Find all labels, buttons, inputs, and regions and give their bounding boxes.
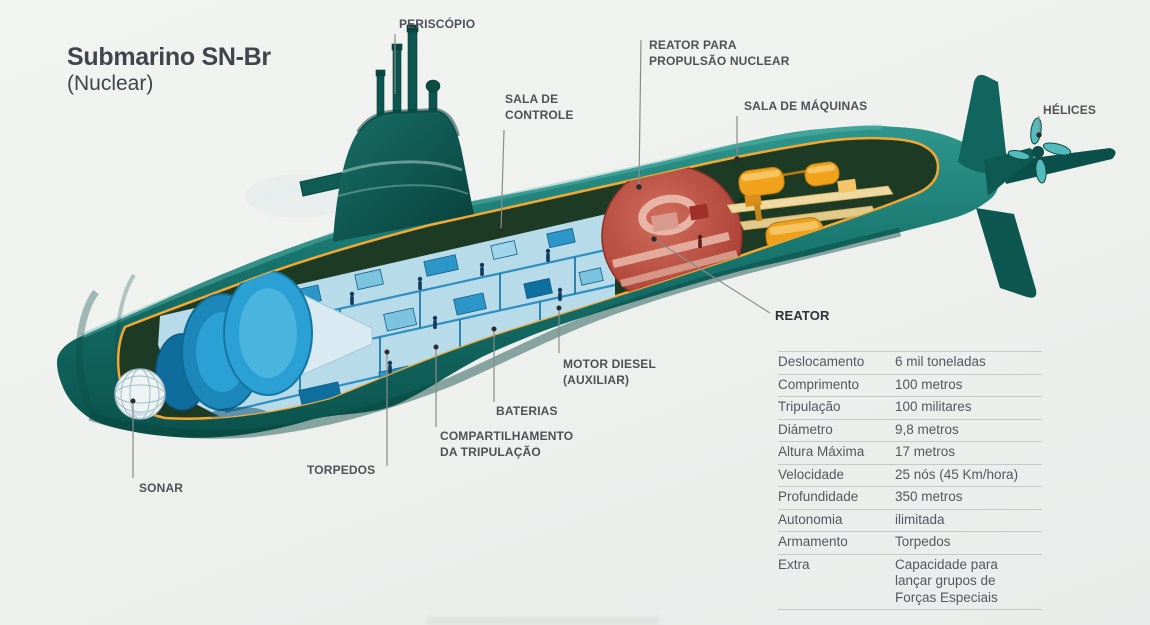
spec-label: Deslocamento [778, 354, 865, 369]
spec-table: Deslocamento 6 mil toneladas Comprimento… [778, 346, 1042, 610]
callout-torpedos: TORPEDOS [307, 463, 376, 477]
table-row: Diámetro 9,8 metros [778, 420, 1042, 442]
table-row: Deslocamento 6 mil toneladas [778, 352, 1042, 375]
spec-label: Velocidade [778, 466, 845, 482]
callout-reator: REATOR [775, 308, 830, 323]
spec-value: 9,8 metros [895, 421, 959, 437]
spec-value: Capacidade para lançar grupos de Forças … [895, 556, 998, 605]
callout-sonar: SONAR [139, 481, 184, 495]
table-row: Altura Máxima 17 metros [778, 442, 1042, 465]
table-row: Armamento Torpedos [778, 532, 1042, 555]
sail [299, 107, 474, 242]
leader-lines [132, 34, 1040, 478]
callout-reator-propulsao: REATOR PARA PROPULSÃO NUCLEAR [649, 38, 790, 68]
spec-value: 25 nós (45 Km/hora) [895, 466, 1019, 482]
spec-label: Tripulação [778, 399, 841, 414]
callout-baterias: BATERIAS [496, 404, 558, 418]
spec-value: 17 metros [895, 444, 956, 459]
table-row: Extra Capacidade para lançar grupos de F… [778, 555, 1042, 610]
leader-dots [130, 132, 1042, 404]
cropped-credit-smudge [425, 617, 660, 625]
callout-compartilhamento: COMPARTILHAMENTO DA TRIPULAÇÃO [440, 429, 574, 459]
spec-value: Torpedos [895, 534, 951, 549]
spec-label: Extra [778, 556, 810, 572]
table-row: Profundidade 350 metros [778, 487, 1042, 510]
page-title: Submarino SN-Br (Nuclear) [67, 43, 271, 96]
spec-value: 100 militares [895, 399, 972, 414]
table-row [778, 346, 1042, 352]
callout-sala-de-controle: SALA DE CONTROLE [505, 92, 574, 122]
spec-label: Altura Máxima [778, 444, 865, 459]
spec-value: 100 metros [895, 376, 963, 392]
table-row: Velocidade 25 nós (45 Km/hora) [778, 465, 1042, 487]
spec-value: 350 metros [895, 489, 963, 504]
periscope-masts [375, 24, 441, 119]
table-row: Autonomia ilimitada [778, 510, 1042, 532]
spec-value: ilimitada [895, 511, 945, 527]
spec-label: Autonomia [778, 511, 843, 527]
callout-sala-de-maquinas: SALA DE MÁQUINAS [744, 99, 868, 113]
callout-helices: HÉLICES [1043, 103, 1097, 117]
sonar-sphere [114, 368, 166, 420]
torpedo-tubes [155, 270, 373, 419]
callout-motor-diesel: MOTOR DIESEL (AUXILIAR) [563, 357, 656, 387]
spec-label: Diámetro [778, 421, 833, 437]
spec-label: Armamento [778, 534, 848, 549]
table-row: Tripulação 100 militares [778, 397, 1042, 420]
table-row: Comprimento 100 metros [778, 375, 1042, 397]
spec-label: Profundidade [778, 489, 859, 504]
title-sub: (Nuclear) [67, 71, 154, 95]
engine-room [726, 161, 894, 259]
spec-value: 6 mil toneladas [895, 354, 986, 369]
spec-label: Comprimento [778, 376, 860, 392]
title-main: Submarino SN-Br [67, 43, 271, 71]
callout-periscopio: PERISCÓPIO [399, 17, 476, 31]
